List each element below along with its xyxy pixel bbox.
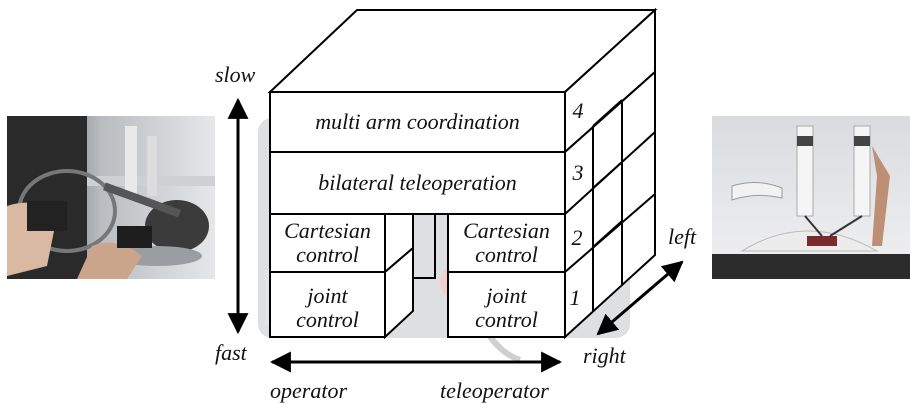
layer-4-label: multi arm coordination xyxy=(315,109,520,134)
teleoperator-label: teleoperator xyxy=(440,378,549,403)
layer-1-left-line2: control xyxy=(296,307,359,332)
right-label: right xyxy=(583,343,626,368)
operator-device-photo xyxy=(7,116,215,279)
layer-1-left-front xyxy=(269,271,386,338)
operator-label: operator xyxy=(270,378,347,403)
layer-2-right-line1: Cartesian xyxy=(463,218,550,243)
layer-2-number: 2 xyxy=(571,225,583,250)
layer-2-left-line1: Cartesian xyxy=(284,218,371,243)
layer-3-number: 3 xyxy=(572,160,584,185)
layer-1-right-line1: joint xyxy=(486,283,527,308)
layer-1-right-line2: control xyxy=(475,307,538,332)
layer-4-number: 4 xyxy=(572,98,584,123)
layer-2-right-line2: control xyxy=(475,242,538,267)
layer-3-label: bilateral teleoperation xyxy=(318,170,517,195)
layer-2-left-line2: control xyxy=(296,242,359,267)
layer-4-front xyxy=(269,91,566,153)
layer-1-number: 1 xyxy=(569,285,581,310)
fast-label: fast xyxy=(215,340,247,365)
gap-column xyxy=(412,213,436,279)
depth-axis-arrow xyxy=(596,260,684,336)
layer-1-left-side xyxy=(384,245,414,340)
teleoperator-robot-photo xyxy=(712,116,910,279)
layer-1-left-line1: joint xyxy=(307,283,348,308)
left-label: left xyxy=(668,224,697,249)
layer-1-right-front xyxy=(447,271,566,338)
slow-label: slow xyxy=(215,62,256,87)
